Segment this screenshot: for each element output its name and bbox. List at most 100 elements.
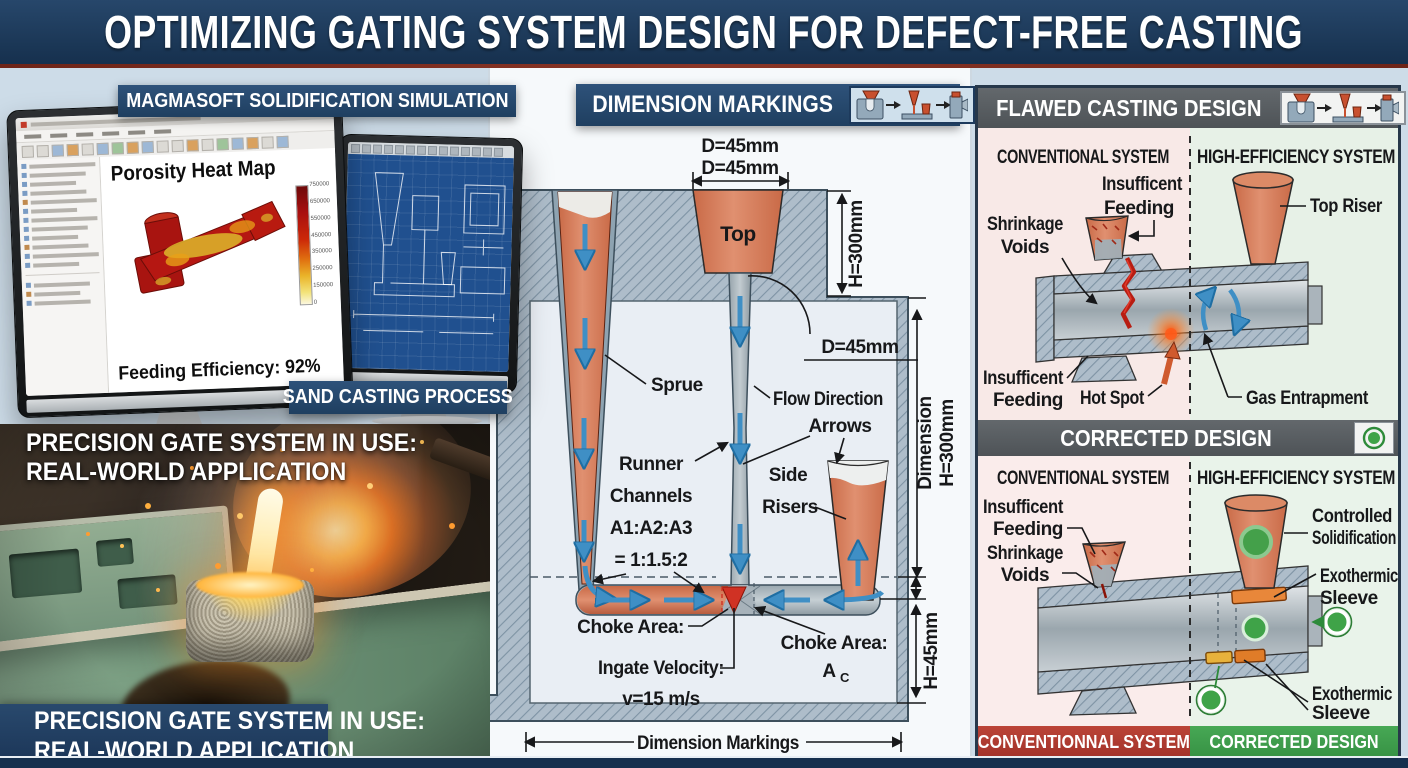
side-risers-label-1: Side: [769, 465, 808, 486]
runner-label-3: A1:A2:A3: [610, 518, 692, 539]
exothermic-sleeve-top-label-1: Exothermic: [1320, 566, 1398, 587]
controlled-solidification-label-1: Controlled: [1312, 506, 1392, 527]
bottom-strip: [0, 756, 1408, 768]
riser-rim: [827, 460, 889, 467]
conventional-heading: CONVENTIONAL SYSTEM: [997, 147, 1169, 168]
solidification-indicators: [1195, 606, 1353, 716]
corrected-design-diagram: CONVENTIONAL SYSTEM HIGH-EFFICIENCY SYST…: [978, 456, 1398, 726]
leader-lines: [591, 354, 847, 669]
porosity-heatmap: [134, 200, 286, 294]
shrinkage-voids-label-1: Shrinkage: [987, 543, 1063, 564]
h300-top-label: H=300mm: [846, 200, 867, 288]
page-title: OPTIMIZING GATING SYSTEM DESIGN FOR DEFE…: [104, 6, 1304, 58]
title-banner: OPTIMIZING GATING SYSTEM DESIGN FOR DEFE…: [0, 0, 1408, 64]
d45-top-label-1: D=45mm: [701, 136, 778, 157]
hot-spot-arrow: [1161, 340, 1181, 385]
conventional-banner: CONVENTIONNAL SYSTEM: [978, 726, 1190, 758]
choke-marker: [721, 586, 747, 615]
h45-label: H=45mm: [921, 612, 942, 689]
pouring-basin: [692, 189, 784, 274]
cad-monitor: [332, 133, 524, 395]
quality-check-icon: [1354, 422, 1394, 454]
choke-subscript: C: [840, 670, 850, 685]
conventional-heading: CONVENTIONAL SYSTEM: [997, 468, 1169, 489]
flow-direction-label-1: Flow Direction: [773, 389, 883, 410]
sparks: [120, 544, 124, 548]
dim-right-label-2: H=300mm: [937, 399, 958, 487]
insufficient-bottom-label-1: Insufficent: [983, 368, 1064, 389]
sand-casting-banner-label: SAND CASTING PROCESS: [282, 386, 514, 408]
simulation-monitor: Porosity Heat Map: [6, 97, 354, 419]
dim-right-label-1: Dimension: [915, 396, 936, 490]
shrinkage-voids-label-2: Voids: [1001, 237, 1049, 258]
magmasoft-banner: MAGMASOFT SOLIDIFICATION SIMULATION: [118, 85, 516, 117]
verdict-banners: CONVENTIONNAL SYSTEM CORRECTED DESIGN: [978, 726, 1398, 758]
blueprint-drawing: [342, 153, 514, 373]
leader-lines: [1062, 527, 1317, 711]
basin-label: Top: [720, 223, 756, 246]
comparison-panel: FLAWED CASTING DESIGN: [975, 85, 1406, 761]
ingate-label-2: v=15 m/s: [622, 689, 700, 710]
controlled-riser: [1224, 494, 1288, 589]
sprue-top-surface: [558, 192, 612, 218]
shrinkage-riser: [1082, 541, 1126, 599]
ingate-label-1: Ingate Velocity:: [598, 658, 724, 679]
corrected-design-header: CORRECTED DESIGN: [978, 420, 1398, 456]
exothermic-sleeve-top-label-2: Sleeve: [1320, 588, 1378, 609]
scale-ticks: 750000 650000 550000 450000 350000 25000…: [309, 181, 334, 306]
flawed-design-diagram: CONVENTIONAL SYSTEM HIGH-EFFICIENCY SYST…: [978, 128, 1398, 420]
choke-symbol: A: [822, 661, 836, 682]
molten-surface: [196, 572, 304, 598]
top-riser: [1232, 171, 1294, 265]
gas-entrapment-label: Gas Entrapment: [1246, 388, 1369, 409]
hot-spot-label: Hot Spot: [1080, 388, 1145, 409]
bottom-dimension-label: Dimension Markings: [637, 733, 799, 754]
exothermic-sleeve-bottom-label-2: Sleeve: [1312, 703, 1370, 724]
exothermic-sleeves: [1205, 586, 1287, 665]
choke-area-left-label: Choke Area:: [577, 617, 684, 638]
exothermic-sleeve-bottom-label-1: Exothermic: [1312, 684, 1393, 705]
d45-mid-label: D=45mm: [821, 337, 898, 358]
insufficient-feeding-label-1: Insufficent: [1102, 174, 1183, 195]
controlled-solidification-label-2: Solidification: [1312, 528, 1396, 549]
process-steps-icon: [1279, 91, 1406, 125]
top-riser-label: Top Riser: [1310, 196, 1383, 217]
simulation-screen: Porosity Heat Map: [15, 106, 344, 397]
corrected-design-title: CORRECTED DESIGN: [1060, 424, 1272, 451]
gating-diagram: Top: [488, 136, 958, 754]
process-steps-icon: [849, 86, 976, 124]
dimension-markings-banner: DIMENSION MARKINGS: [576, 84, 976, 126]
runner-label-2: Channels: [610, 486, 692, 507]
monitor-base: [372, 416, 482, 426]
flow-direction-label-2: Arrows: [808, 416, 871, 437]
insufficient-bottom-label-2: Feeding: [993, 390, 1063, 411]
insufficient-feeding-label-2: Feeding: [1104, 198, 1174, 219]
runner-label-1: Runner: [619, 454, 684, 475]
shrinkage-riser: [1085, 215, 1129, 261]
shrinkage-voids-label-2: Voids: [1001, 565, 1049, 586]
insufficient-feeding-label-2: Feeding: [993, 519, 1063, 540]
dimension-markings-title: DIMENSION MARKINGS: [592, 91, 833, 118]
model-tree: [17, 156, 110, 397]
flawed-design-header: FLAWED CASTING DESIGN: [978, 88, 1406, 128]
dimension-lines: [523, 172, 926, 752]
blueprint-screen: [342, 141, 515, 373]
riser-top-surface: [828, 461, 888, 486]
flow-arrows: [584, 224, 884, 600]
shrinkage-voids-label-1: Shrinkage: [987, 214, 1063, 235]
magmasoft-banner-label: MAGMASOFT SOLIDIFICATION SIMULATION: [125, 89, 509, 112]
choke-area-right-label: Choke Area:: [781, 633, 888, 654]
d45-top-label-2: D=45mm: [701, 158, 778, 179]
sand-casting-banner: SAND CASTING PROCESS: [283, 381, 513, 414]
corrected-banner: CORRECTED DESIGN: [1190, 726, 1398, 758]
title-divider: [0, 64, 1408, 68]
runner-label-4: = 1:1.5:2: [615, 550, 688, 571]
app-icon: [20, 121, 27, 128]
flawed-design-title: FLAWED CASTING DESIGN: [996, 94, 1262, 121]
efficiency-heading: HIGH-EFFICIENCY SYSTEM: [1197, 468, 1395, 489]
insufficient-feeding-label-1: Insufficent: [983, 497, 1064, 518]
result-canvas: Porosity Heat Map: [100, 147, 344, 393]
leader-lines: [1061, 205, 1306, 398]
efficiency-heading: HIGH-EFFICIENCY SYSTEM: [1197, 147, 1395, 168]
